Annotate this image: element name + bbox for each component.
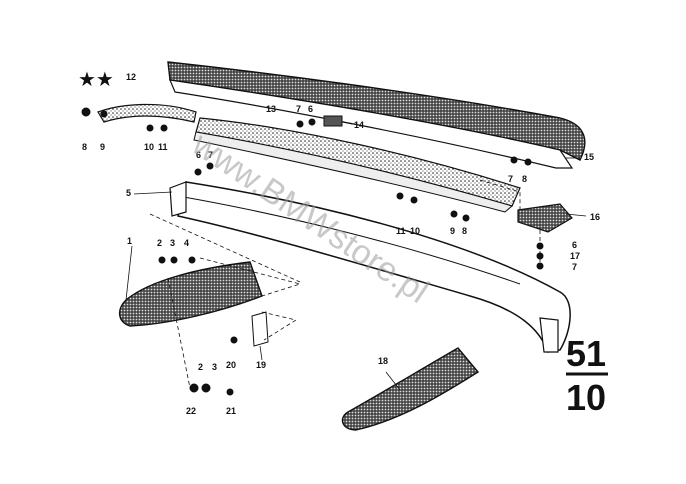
callout-13: 13: [266, 104, 276, 114]
callout-10: 10: [144, 142, 154, 152]
bumper-main-part: [169, 181, 571, 353]
reinforcement-rail-part: [193, 117, 521, 213]
callout-18: 18: [378, 356, 388, 366]
callout-8: 8: [82, 142, 87, 152]
bracket-12-part: [97, 103, 197, 123]
callout-20: 20: [226, 360, 236, 370]
bracket-16-part: [517, 203, 573, 233]
callout-12: 12: [126, 72, 136, 82]
callout-8c: 8: [462, 226, 467, 236]
callout-4: 4: [184, 238, 189, 248]
stars-mark: ★★: [78, 67, 114, 91]
callout-labels: 1 2 3 4 5 6 6 6 7 7 7 7 8 8 8 9 9 10 10 …: [82, 72, 600, 416]
callout-2b: 2: [198, 362, 203, 372]
callout-16: 16: [590, 212, 600, 222]
callout-6: 6: [196, 150, 201, 160]
hardware-parts: [81, 107, 544, 396]
callout-11b: 11: [396, 226, 406, 236]
callout-22: 22: [186, 406, 196, 416]
callout-6c: 6: [572, 240, 577, 250]
section-number: 51 10: [566, 333, 608, 418]
section-number-bottom: 10: [566, 377, 606, 418]
corner-trim-left-part: [119, 261, 263, 327]
callout-7c: 7: [508, 174, 513, 184]
callout-6b: 6: [308, 104, 313, 114]
callout-19: 19: [256, 360, 266, 370]
callout-3b: 3: [212, 362, 217, 372]
section-number-top: 51: [566, 333, 606, 374]
callout-9: 9: [100, 142, 105, 152]
rubber-strip-part: [167, 61, 586, 169]
callout-15: 15: [584, 152, 594, 162]
callout-1: 1: [127, 236, 132, 246]
callout-7: 7: [208, 150, 213, 160]
clip-14-part: [323, 115, 343, 127]
leader-lines: [125, 121, 587, 391]
callout-9b: 9: [450, 226, 455, 236]
callout-5: 5: [126, 188, 131, 198]
corner-trim-right-part: [341, 347, 480, 431]
callout-2: 2: [157, 238, 162, 248]
callout-7b: 7: [296, 104, 301, 114]
callout-8b: 8: [522, 174, 527, 184]
callout-3: 3: [170, 238, 175, 248]
assembly-guides: [149, 179, 541, 389]
callout-10b: 10: [410, 226, 420, 236]
callout-7d: 7: [572, 262, 577, 272]
callout-17: 17: [570, 251, 580, 261]
callout-21: 21: [226, 406, 236, 416]
bracket-19-part: [251, 311, 269, 347]
callout-14: 14: [354, 120, 364, 130]
callout-11: 11: [158, 142, 168, 152]
